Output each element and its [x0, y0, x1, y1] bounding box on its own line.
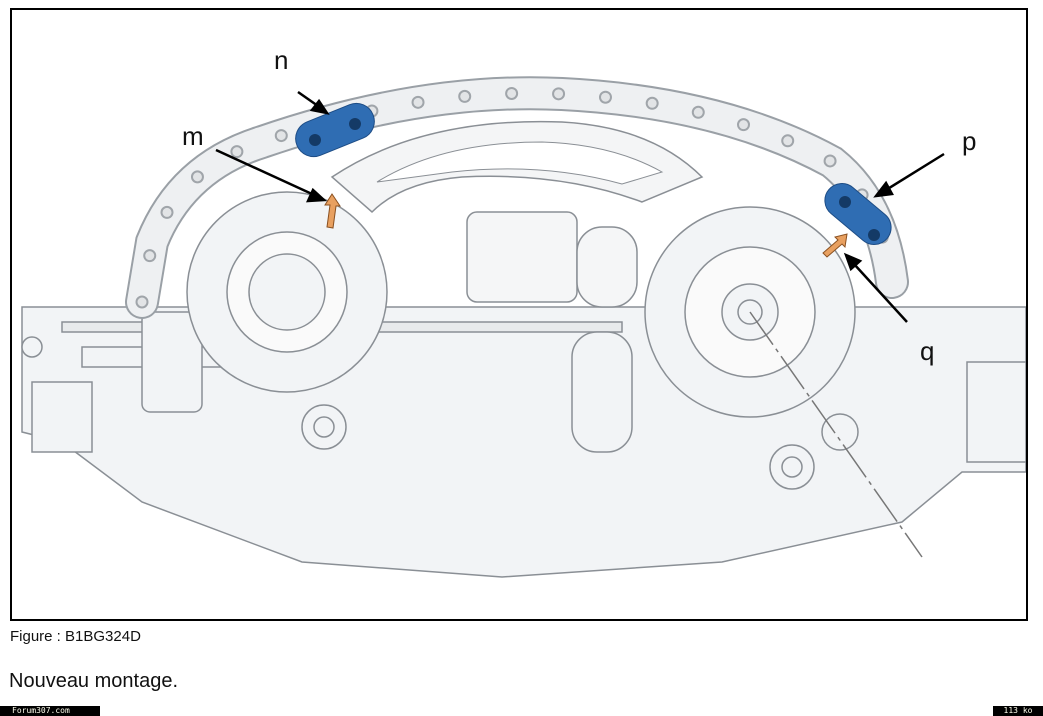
figure-caption: Figure : B1BG324D — [10, 628, 141, 645]
arrows — [215, 90, 945, 323]
marker-m-icon — [324, 193, 341, 229]
timing-chain-diagram: n m p q — [10, 8, 1028, 621]
label-q: q — [920, 336, 934, 366]
file-size-badge: 113 ko — [993, 706, 1043, 716]
label-p: p — [962, 126, 976, 156]
label-m: m — [182, 121, 204, 151]
engine-housing — [21, 306, 1026, 578]
site-watermark: Forum307.com — [0, 706, 100, 716]
note-text: Nouveau montage. — [9, 670, 179, 692]
label-n: n — [274, 45, 288, 75]
left-sprocket — [186, 191, 388, 393]
marker-q-icon — [822, 233, 848, 258]
chain-guide-p — [824, 183, 892, 245]
